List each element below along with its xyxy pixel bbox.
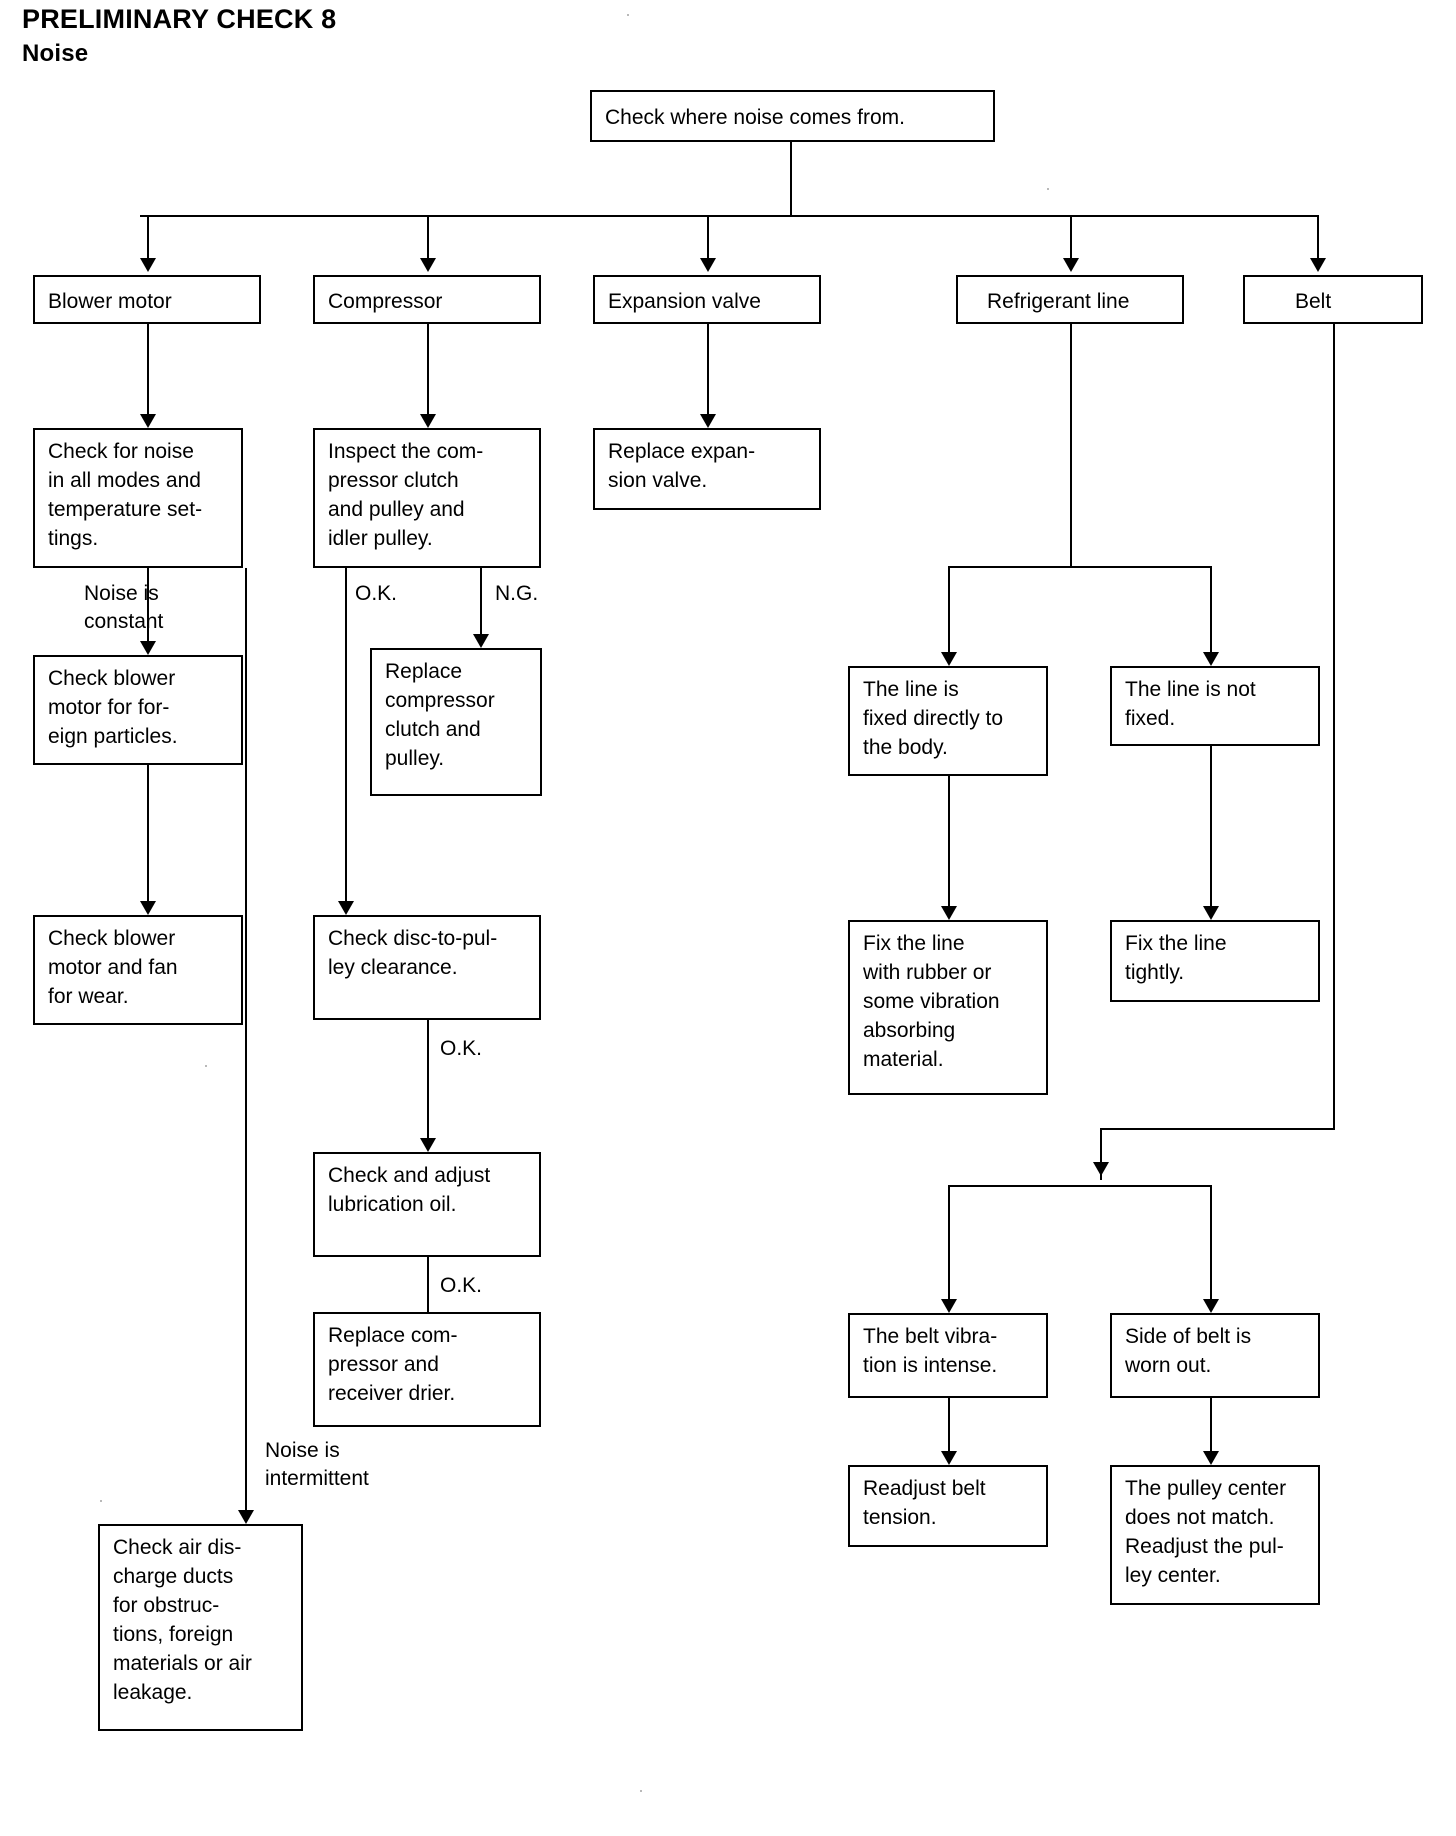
edge-label-compressor-ng: N.G. [495, 582, 539, 605]
connector-drop-refrigerant [1070, 215, 1072, 263]
edge-label-compressor-ok-2: O.K. [440, 1037, 483, 1060]
connector-compressor-to-inspect [427, 324, 429, 421]
connector-belt-worn-to-pulley [1210, 1398, 1212, 1458]
arrowhead-expansion [700, 258, 716, 272]
connector-belt-left-drop [948, 1185, 950, 1306]
node-category-expansion-valve: Expansion valve [593, 275, 821, 324]
connector-belt-down-to-split [1100, 1128, 1102, 1180]
connector-root-stem [790, 142, 792, 215]
arrowhead-blower-intermittent [238, 1510, 254, 1524]
connector-belt-trunk [1333, 324, 1335, 1130]
arrowhead-refrigerant-fixed [941, 652, 957, 666]
node-blower-motor-fan-wear: Check blower motor and fan for wear. [33, 915, 243, 1025]
connector-blower-check1-to-check2 [147, 568, 149, 648]
connector-refrigerant-trunk [1070, 324, 1072, 568]
node-refrigerant-line-not-fixed: The line is not fixed. [1110, 666, 1320, 746]
edge-label-compressor-ok-3: O.K. [440, 1274, 483, 1297]
connector-belt-vibration-to-readjust [948, 1398, 950, 1458]
connector-refrigerant-split-bus [948, 566, 1212, 568]
node-belt-vibration-intense: The belt vibra- tion is intense. [848, 1313, 1048, 1398]
connector-belt-right-drop [1210, 1185, 1212, 1306]
connector-compressor-oil-to-replace [427, 1257, 429, 1312]
node-category-compressor: Compressor [313, 275, 541, 324]
arrowhead-blower-check3 [140, 901, 156, 915]
connector-compressor-clearance-to-oil [427, 1020, 429, 1145]
scan-speck [627, 14, 629, 16]
node-category-belt: Belt [1243, 275, 1423, 324]
arrowhead-compressor-ng [473, 634, 489, 648]
connector-expansion-to-replace [707, 324, 709, 421]
page-title: PRELIMINARY CHECK 8 [22, 4, 337, 34]
arrowhead-compressor [420, 258, 436, 272]
connector-blower-intermittent-trunk [245, 568, 247, 1517]
node-compressor-adjust-lubrication-oil: Check and adjust lubrication oil. [313, 1152, 541, 1257]
arrowhead-belt-worn [1203, 1299, 1219, 1313]
arrowhead-belt [1310, 258, 1326, 272]
connector-compressor-ok-trunk [345, 568, 347, 908]
arrowhead-expansion-replace [700, 414, 716, 428]
connector-belt-turn [1100, 1128, 1335, 1130]
edge-label-noise-intermittent: Noise is intermittent [265, 1439, 369, 1490]
node-category-refrigerant-line: Refrigerant line [956, 275, 1184, 324]
node-blower-check-noise-modes: Check for noise in all modes and tempera… [33, 428, 243, 568]
page-subtitle: Noise [22, 40, 89, 67]
node-refrigerant-fix-tightly: Fix the line tightly. [1110, 920, 1320, 1002]
arrowhead-belt-pulley [1203, 1451, 1219, 1465]
arrowhead-refrigerant-fix-rubber [941, 906, 957, 920]
node-refrigerant-fix-with-rubber: Fix the line with rubber or some vibrati… [848, 920, 1048, 1095]
connector-drop-expansion [707, 215, 709, 263]
node-root: Check where noise comes from. [590, 90, 995, 142]
edge-label-compressor-ok: O.K. [355, 582, 398, 605]
connector-refrigerant-right-drop [1210, 566, 1212, 659]
connector-refrigerant-notfixed-to-fix [1210, 746, 1212, 913]
arrowhead-belt-split [1093, 1162, 1109, 1176]
arrowhead-blower-check1 [140, 414, 156, 428]
connector-refrigerant-fixed-to-fix [948, 776, 950, 913]
connector-drop-compressor [427, 215, 429, 263]
scan-speck [205, 1065, 207, 1067]
connector-distribution-bus [140, 215, 1319, 217]
arrowhead-compressor-ok [338, 901, 354, 915]
node-expansion-replace-valve: Replace expan- sion valve. [593, 428, 821, 510]
node-compressor-inspect-clutch: Inspect the com- pressor clutch and pull… [313, 428, 541, 568]
connector-blower-check2-to-check3 [147, 765, 149, 908]
connector-drop-blower [147, 215, 149, 263]
node-belt-readjust-tension: Readjust belt tension. [848, 1465, 1048, 1547]
connector-compressor-ng-trunk [480, 568, 482, 641]
arrowhead-blower-check2 [140, 641, 156, 655]
arrowhead-belt-readjust [941, 1451, 957, 1465]
connector-refrigerant-left-drop [948, 566, 950, 659]
node-belt-side-worn-out: Side of belt is worn out. [1110, 1313, 1320, 1398]
node-refrigerant-line-fixed-to-body: The line is fixed directly to the body. [848, 666, 1048, 776]
arrowhead-refrigerant-notfixed [1203, 652, 1219, 666]
connector-belt-split-bus [948, 1185, 1212, 1187]
node-compressor-disc-to-pulley-clearance: Check disc-to-pul- ley clearance. [313, 915, 541, 1020]
edge-label-noise-constant: Noise is constant [84, 582, 164, 633]
node-belt-pulley-center-readjust: The pulley center does not match. Readju… [1110, 1465, 1320, 1605]
scan-speck [640, 1790, 642, 1792]
scan-speck [1047, 188, 1049, 190]
arrowhead-compressor-inspect [420, 414, 436, 428]
arrowhead-refrigerant-fix-tight [1203, 906, 1219, 920]
arrowhead-refrigerant [1063, 258, 1079, 272]
node-category-blower-motor: Blower motor [33, 275, 261, 324]
arrowhead-blower [140, 258, 156, 272]
arrowhead-compressor-oil [420, 1138, 436, 1152]
node-blower-air-discharge-ducts: Check air dis- charge ducts for obstruc-… [98, 1524, 303, 1731]
scan-speck [100, 1500, 102, 1502]
node-blower-foreign-particles: Check blower motor for for- eign particl… [33, 655, 243, 765]
node-compressor-replace-clutch-pulley: Replace compressor clutch and pulley. [370, 648, 542, 796]
arrowhead-belt-vibration [941, 1299, 957, 1313]
node-compressor-replace-receiver-drier: Replace com- pressor and receiver drier. [313, 1312, 541, 1427]
connector-drop-belt [1317, 215, 1319, 263]
connector-blower-to-check1 [147, 324, 149, 421]
